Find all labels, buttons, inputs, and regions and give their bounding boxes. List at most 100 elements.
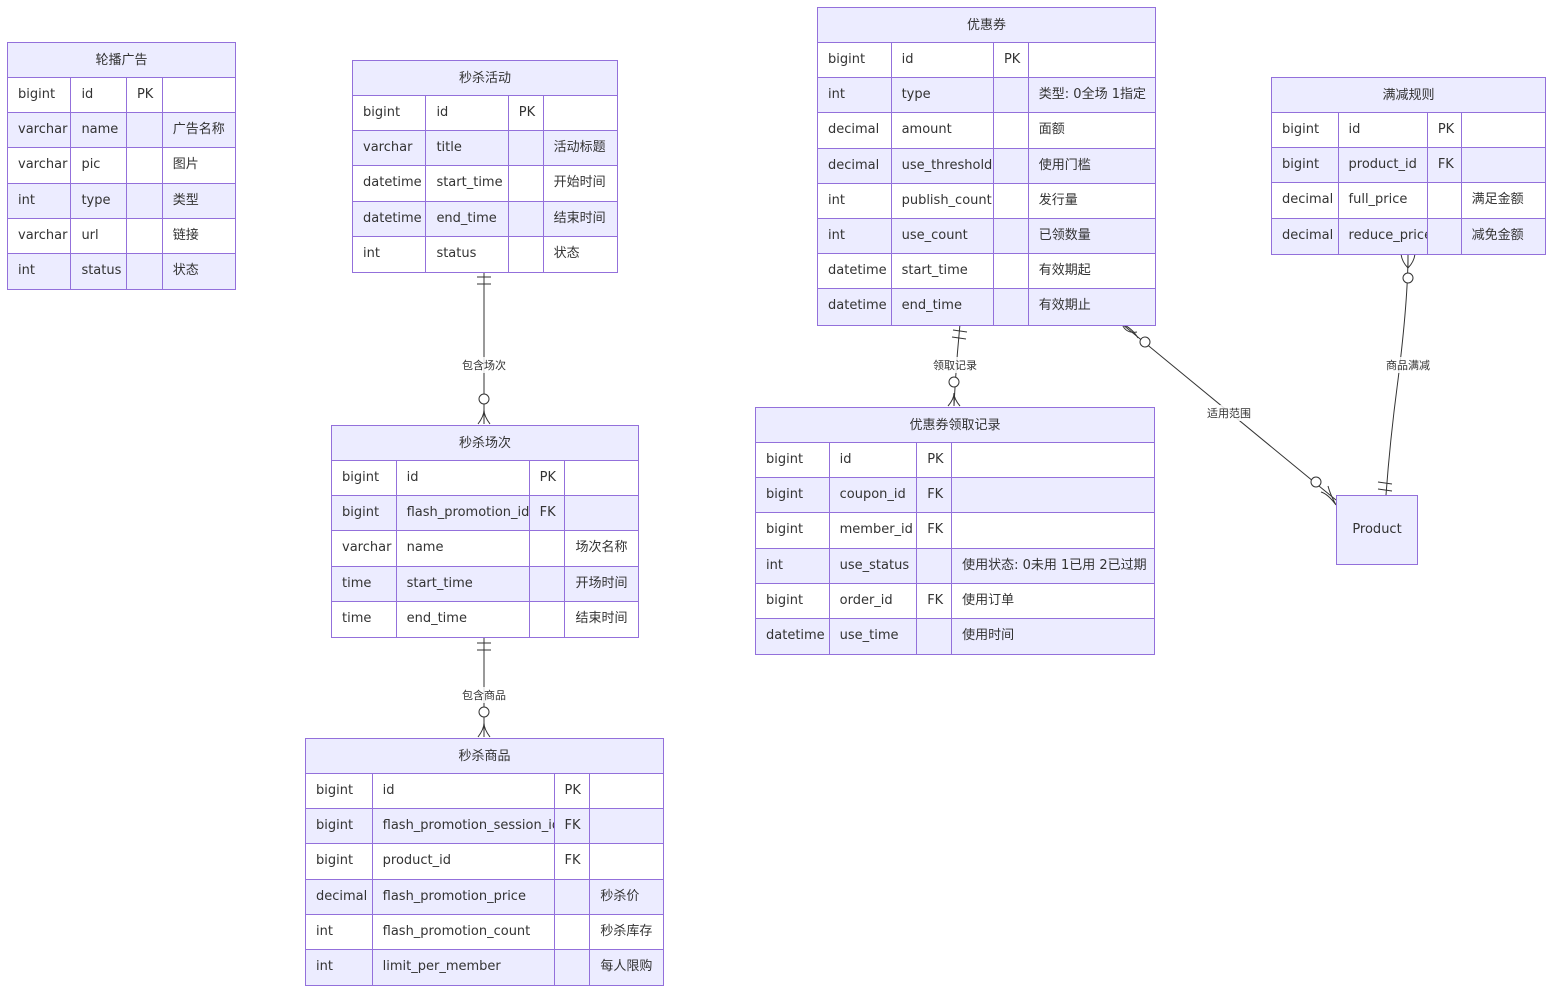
attr-key [509, 131, 544, 166]
attr-comment: 结束时间 [553, 210, 606, 226]
attr-comment: 状态 [553, 245, 580, 261]
attr-type: time [332, 566, 397, 601]
attr-type: int [8, 183, 72, 218]
attr-type: datetime [818, 289, 892, 325]
attr-comment [590, 774, 663, 808]
entity-name: 满减规则 [1272, 78, 1545, 113]
attr-key [127, 253, 163, 290]
attr-name: id [1339, 113, 1428, 148]
attr-name: reduce_price [1339, 218, 1428, 254]
attr-name: start_time [892, 254, 994, 289]
attr-comment [1029, 43, 1155, 77]
attr-comment: 满足金额 [1471, 192, 1524, 208]
attr-name: status [71, 253, 127, 290]
attr-key [127, 148, 163, 183]
attr-name: start_time [397, 566, 530, 601]
attr-key: PK [127, 78, 163, 113]
attr-type: datetime [353, 166, 427, 201]
attr-comment: 场次名称 [575, 540, 628, 556]
attr-name: flash_promotion_session_id [373, 809, 555, 844]
attr-key [555, 879, 591, 914]
attr-name: title [426, 131, 509, 166]
attr-name: use_threshold [892, 148, 994, 183]
entity-name: 优惠券 [818, 8, 1155, 43]
attr-comment: 类型 [172, 192, 199, 208]
attr-key: FK [555, 844, 591, 879]
attr-comment: 使用门槛 [1038, 157, 1091, 173]
attr-name: product_id [373, 844, 555, 879]
attr-name: id [373, 774, 555, 809]
edge-label: 适用范围 [1206, 405, 1252, 421]
attr-name: flash_promotion_count [373, 914, 555, 949]
attr-key [127, 218, 163, 253]
attr-type: decimal [1272, 183, 1339, 218]
attr-comment: 使用时间 [962, 627, 1015, 643]
edge-label: 领取记录 [932, 357, 978, 373]
attr-type: datetime [818, 254, 892, 289]
attr-type: decimal [1272, 218, 1339, 254]
attr-type: bigint [306, 809, 373, 844]
attr-type: datetime [353, 201, 427, 236]
attr-type: decimal [818, 148, 892, 183]
edge-label: 包含场次 [461, 357, 507, 373]
attr-type: varchar [8, 113, 72, 148]
attr-name: pic [71, 148, 127, 183]
attr-name: start_time [426, 166, 509, 201]
attr-name: use_time [830, 618, 918, 655]
attr-name: name [397, 531, 530, 566]
attr-name: id [426, 96, 509, 131]
attr-key [555, 949, 591, 986]
attr-key: PK [1428, 113, 1462, 148]
attr-comment [565, 461, 638, 495]
attr-comment [1462, 113, 1545, 147]
attr-name: name [71, 113, 127, 148]
attr-name: publish_count [892, 183, 994, 218]
attr-type: bigint [756, 478, 830, 513]
entity-name: 秒杀场次 [332, 426, 638, 461]
attr-type: int [818, 183, 892, 218]
attr-type: bigint [332, 461, 397, 496]
attr-type: bigint [306, 844, 373, 879]
attr-name: member_id [830, 513, 918, 548]
attr-comment: 使用状态: 0未用 1已用 2已过期 [962, 557, 1147, 573]
attr-key: FK [1428, 148, 1462, 183]
attr-type: int [818, 78, 892, 113]
attr-key [994, 148, 1029, 183]
attr-key: PK [509, 96, 544, 131]
attr-type: bigint [1272, 148, 1339, 183]
attr-comment [952, 478, 1154, 512]
attr-type: int [353, 236, 427, 272]
attr-key [127, 183, 163, 218]
attr-type: varchar [8, 218, 72, 253]
attr-name: limit_per_member [373, 949, 555, 986]
attr-comment: 有效期起 [1038, 263, 1091, 279]
attr-name: type [892, 78, 994, 113]
attr-key: PK [555, 774, 591, 809]
attr-key: FK [917, 478, 953, 513]
attr-key [994, 289, 1029, 325]
